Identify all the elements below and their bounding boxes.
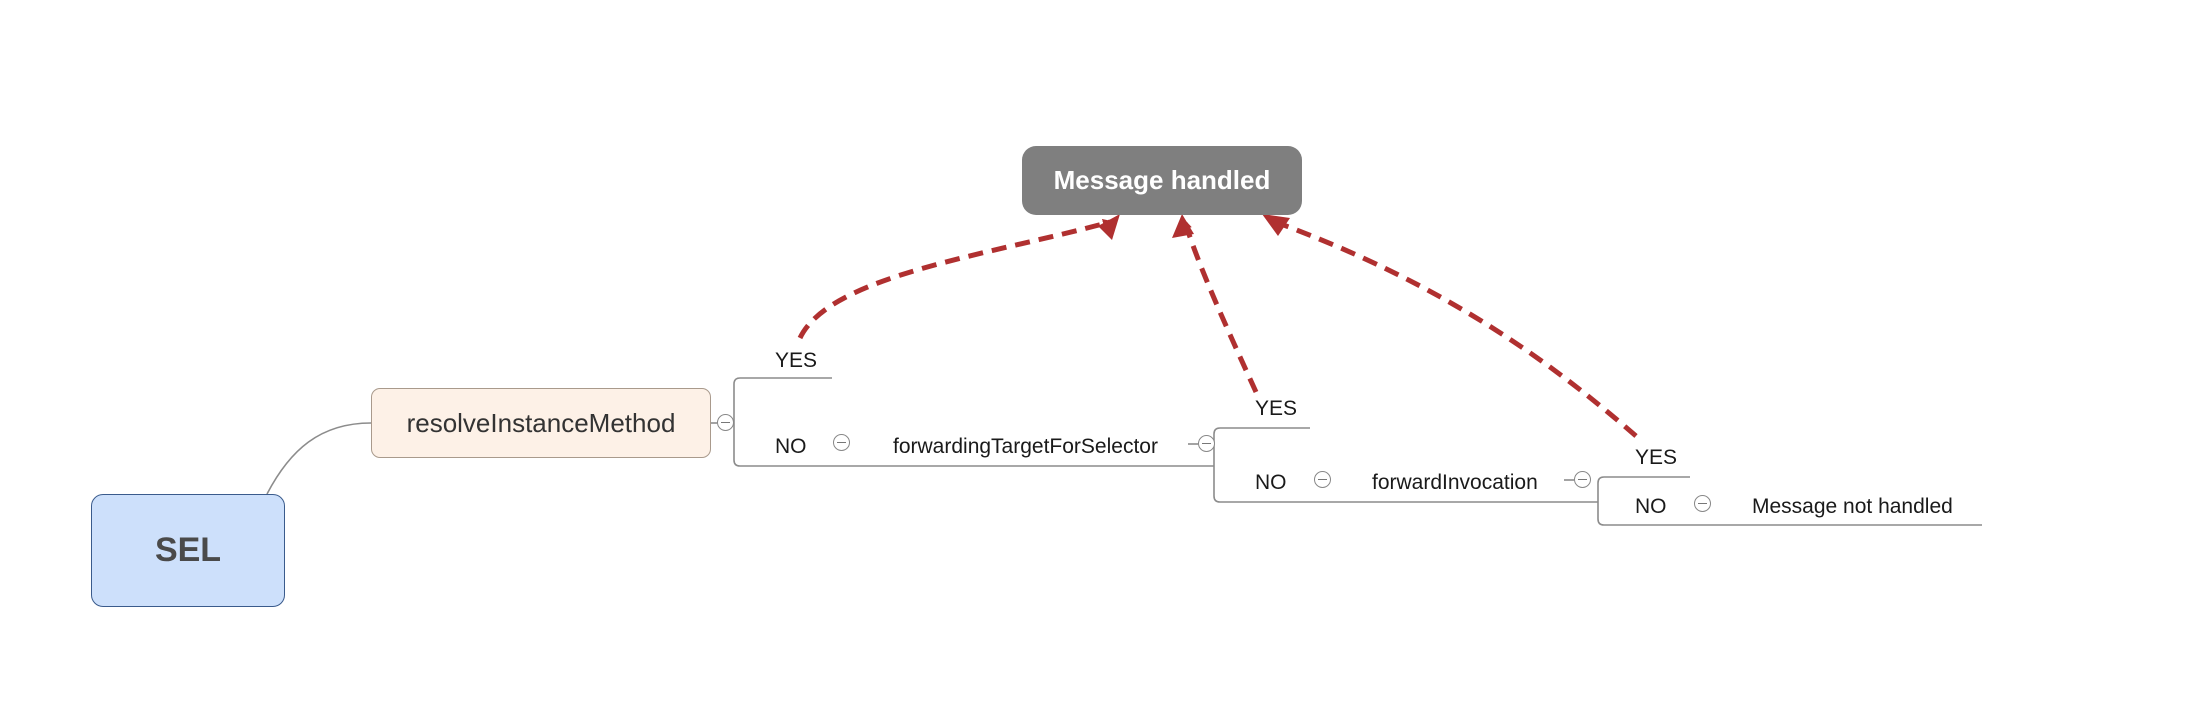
- message-handled-label: Message handled: [1053, 165, 1271, 195]
- arrowheads: [1098, 214, 1290, 240]
- collapse-icon[interactable]: [717, 414, 734, 431]
- branch-no-2[interactable]: NO: [1255, 471, 1287, 494]
- resolve-instance-method-label: resolveInstanceMethod: [406, 407, 676, 438]
- arrowhead-2: [1172, 214, 1194, 238]
- arrow-yes-2-to-handled: [1182, 219, 1259, 394]
- forwarding-target-for-selector-node[interactable]: forwardingTargetForSelector: [893, 435, 1158, 458]
- collapse-icon[interactable]: [1694, 495, 1711, 512]
- branch-yes-2[interactable]: YES: [1255, 397, 1298, 420]
- arrowhead-3: [1262, 214, 1290, 236]
- bracket-forwarding: [1213, 427, 1221, 503]
- connector-sel-resolve: [266, 422, 372, 495]
- bracket-invocation: [1597, 476, 1605, 526]
- branch-no-1[interactable]: NO: [775, 435, 807, 458]
- collapse-icon[interactable]: [833, 434, 850, 451]
- branch-yes-1[interactable]: YES: [775, 349, 818, 372]
- collapse-icon[interactable]: [1574, 471, 1591, 488]
- sel-node-label: SEL: [154, 531, 222, 569]
- arrow-yes-3-to-handled: [1267, 217, 1638, 438]
- bracket-resolve: [733, 377, 741, 467]
- collapse-icon[interactable]: [1314, 471, 1331, 488]
- forward-invocation-node[interactable]: forwardInvocation: [1372, 471, 1538, 494]
- collapse-icon[interactable]: [1198, 435, 1215, 452]
- message-not-handled-node[interactable]: Message not handled: [1752, 495, 1953, 518]
- resolve-instance-method-node[interactable]: resolveInstanceMethod: [371, 388, 711, 458]
- tree-connectors: [266, 377, 1982, 526]
- handled-arrows: [797, 217, 1638, 438]
- arrowhead-1: [1098, 214, 1120, 240]
- message-handled-node[interactable]: Message handled: [1022, 146, 1302, 215]
- branch-no-3[interactable]: NO: [1635, 495, 1667, 518]
- sel-node[interactable]: SEL: [91, 494, 285, 607]
- branch-yes-3[interactable]: YES: [1635, 446, 1678, 469]
- arrow-yes-1-to-handled: [797, 219, 1113, 340]
